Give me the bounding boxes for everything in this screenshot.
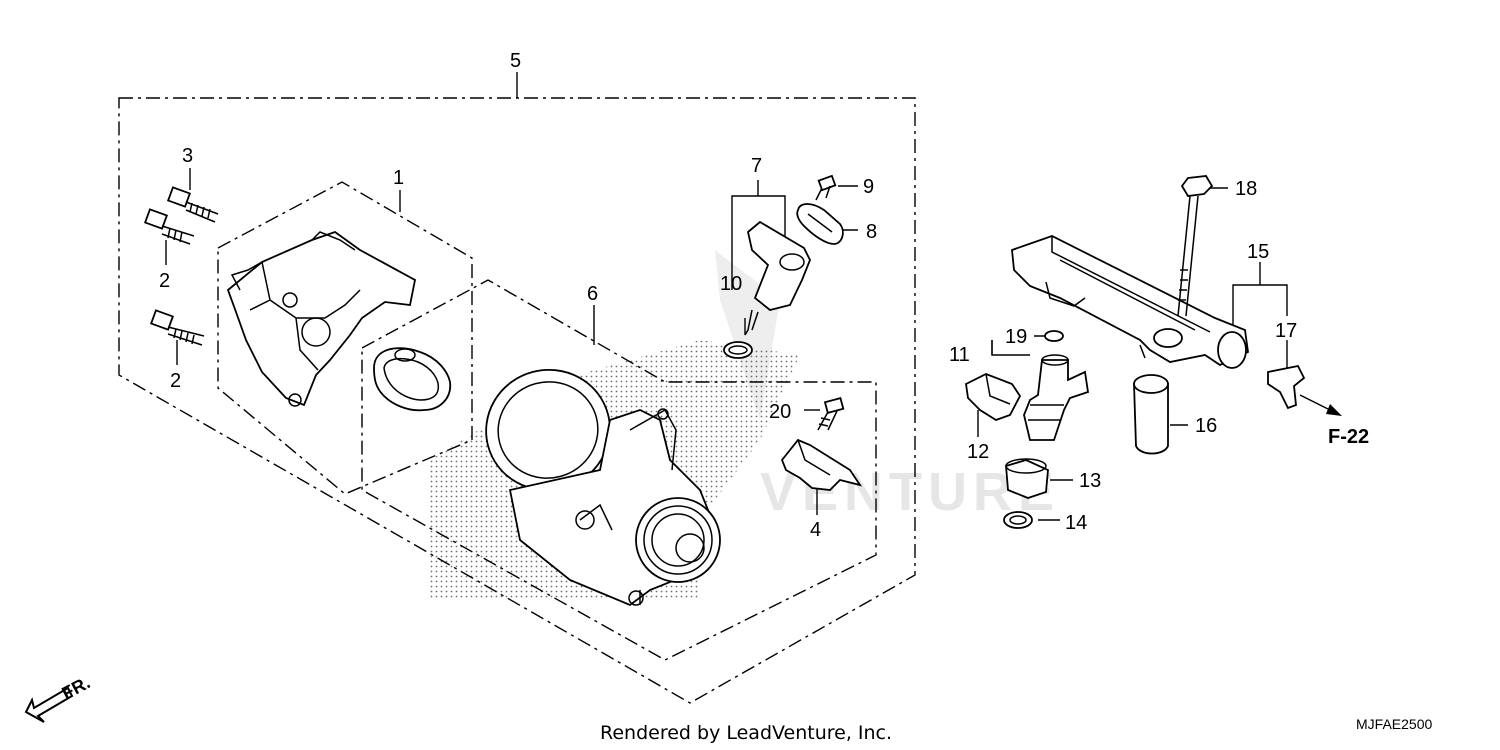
- callout-17: 17: [1275, 320, 1297, 342]
- callout-2b: 2: [170, 370, 181, 392]
- part-17-clip: [1267, 364, 1306, 410]
- part-14-ring: [1003, 511, 1033, 529]
- callout-12: 12: [967, 441, 989, 463]
- reference-arrow-head: [1326, 404, 1342, 416]
- callout-5: 5: [510, 50, 521, 72]
- callout-20: 20: [769, 401, 791, 423]
- arrow-lower-left-icon: FR.: [24, 672, 93, 723]
- part-11-injector: [1023, 354, 1090, 441]
- part-13-seal: [1005, 458, 1049, 499]
- callout-16: 16: [1195, 415, 1217, 437]
- part-7-sensor: [723, 220, 811, 359]
- part-12-clip: [965, 373, 1022, 421]
- part-19-oring: [1044, 330, 1064, 342]
- callout-4: 4: [810, 519, 821, 541]
- callout-6: 6: [587, 283, 598, 305]
- gasket-part: [373, 347, 452, 412]
- injector-parts: [965, 330, 1342, 529]
- bolt-2a: [143, 208, 195, 245]
- callout-18: 18: [1235, 178, 1257, 200]
- callout-1: 1: [393, 167, 404, 189]
- footer-credit: Rendered by LeadVenture, Inc.: [600, 722, 892, 744]
- part-6-throttle-body: [485, 368, 721, 607]
- bolt-20: [817, 396, 845, 431]
- callout-7: 7: [751, 155, 762, 177]
- bolt-2b: [149, 309, 205, 346]
- callout-19: 19: [1005, 326, 1027, 348]
- callout-9: 9: [863, 176, 874, 198]
- part-1-cover: [226, 230, 417, 407]
- bolt-parts: [143, 174, 845, 431]
- callout-8: 8: [866, 221, 877, 243]
- part-8-seal: [796, 203, 844, 245]
- callout-14: 14: [1065, 512, 1087, 534]
- callout-10: 10: [720, 273, 742, 295]
- part-4-bracket: [780, 438, 863, 491]
- bolt-3: [166, 186, 219, 223]
- part-16-pipe: [1133, 374, 1169, 455]
- callout-15: 15: [1247, 241, 1269, 263]
- bolt-9: [815, 174, 837, 201]
- reference-label: F-22: [1328, 426, 1369, 448]
- part-15-fuel-rail: [1011, 235, 1249, 369]
- callout-11: 11: [949, 344, 970, 366]
- callout-3: 3: [182, 145, 193, 167]
- outline-assembly-1: [217, 181, 473, 495]
- assembly-outlines: [118, 97, 916, 704]
- callout-labels: 5 1 3 2 2 6 7 9 8 10 20 4 19 11 12 13 14…: [159, 50, 1297, 541]
- part-18-bolt: [1177, 175, 1214, 317]
- callout-13: 13: [1079, 470, 1101, 492]
- leader-lines: [165, 72, 1288, 521]
- callout-2a: 2: [159, 270, 170, 292]
- diagram-code: MJFAE2500: [1356, 716, 1432, 732]
